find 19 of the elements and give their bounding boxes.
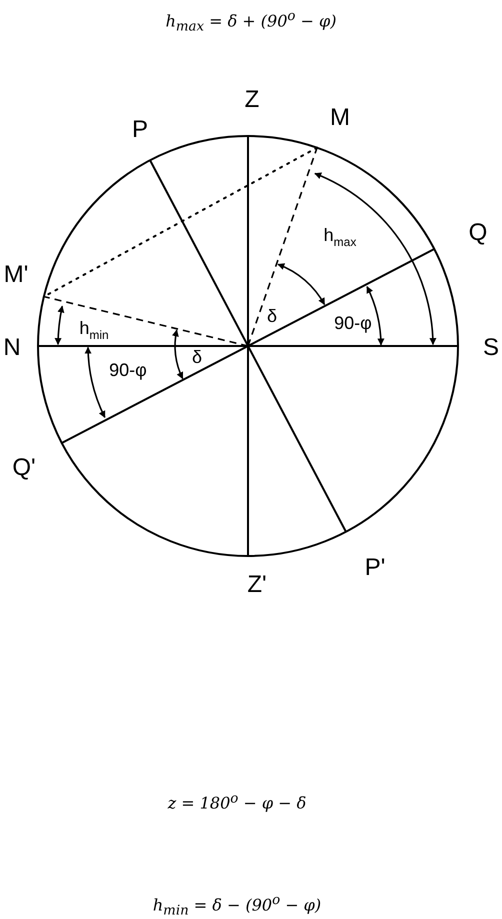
angle-label: 90-φ <box>334 314 372 332</box>
point-label: M' <box>4 263 28 287</box>
angle-label: δ <box>266 307 278 325</box>
angle-label: h$_{min}$ <box>79 319 109 341</box>
point-label: M <box>330 106 350 130</box>
point-label: N <box>3 336 21 360</box>
point-label: Z' <box>247 573 267 597</box>
point-label: Q <box>468 221 488 245</box>
point-label: Z <box>244 88 260 112</box>
point-label: Q' <box>12 456 36 480</box>
point-label: P <box>132 118 148 142</box>
formula: z = 180$^{o}$ − φ − δ <box>168 792 306 812</box>
formula: h$_{max}$ = δ + (90$^{o}$ − φ) <box>166 10 336 34</box>
point-label: P' <box>364 556 386 580</box>
formula: h$_{min}$ = δ − (90$^{o}$ − φ) <box>152 894 322 918</box>
point-label: S <box>483 336 499 360</box>
angle-label: h$_{max}$ <box>324 226 356 248</box>
angle-label: δ <box>192 348 202 366</box>
angle-label: 90-φ <box>109 361 147 379</box>
